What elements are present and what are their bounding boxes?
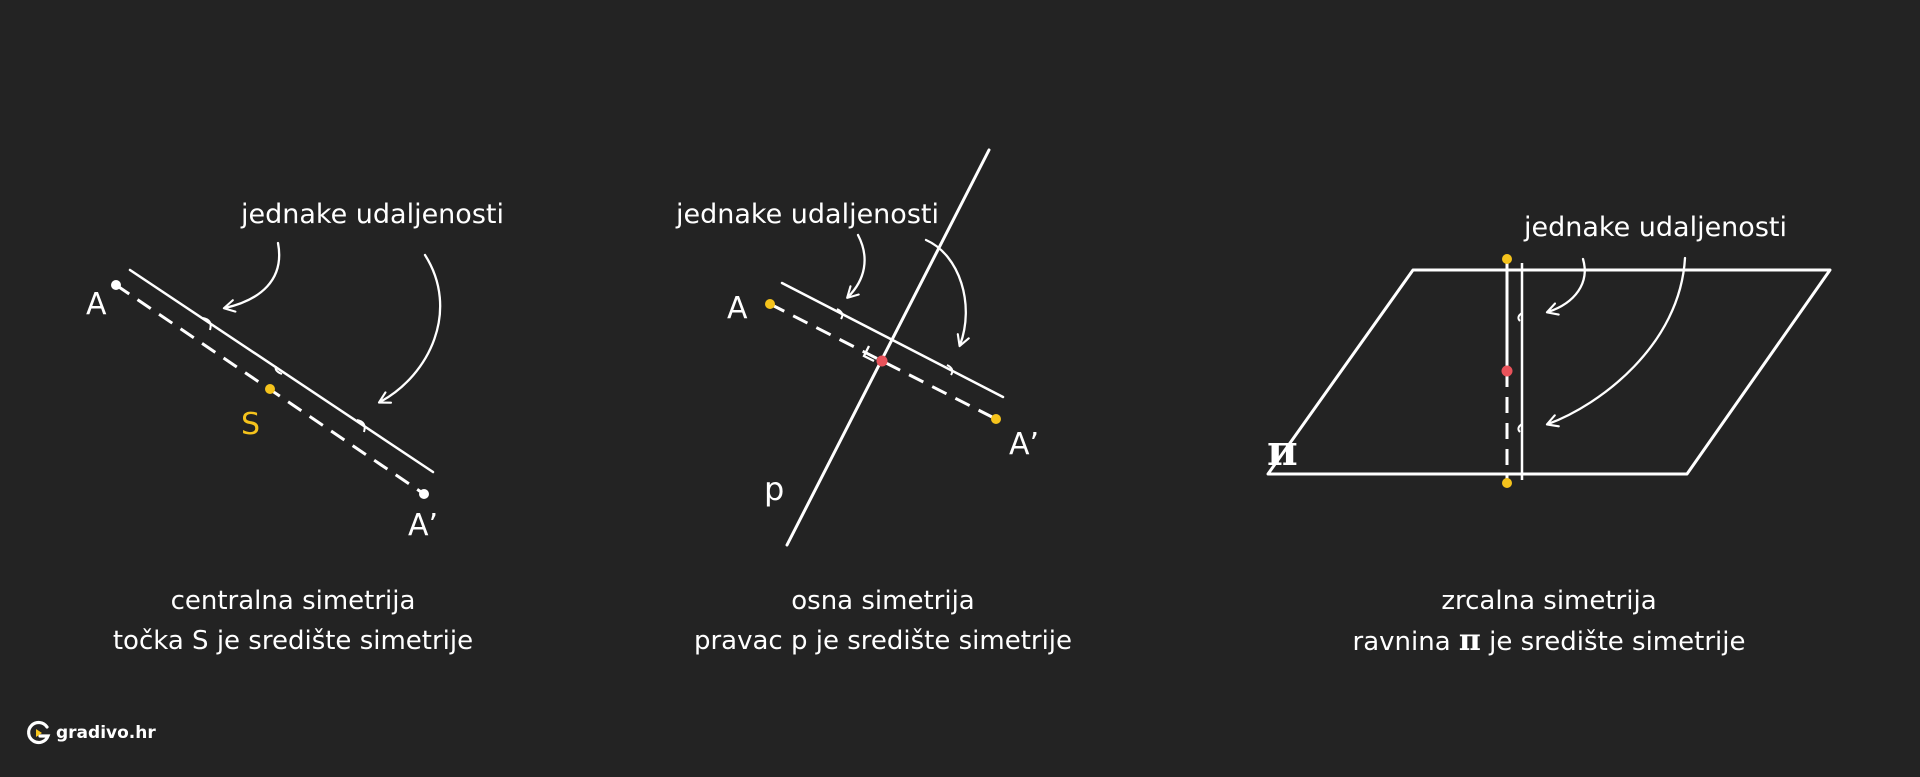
distance-brace: [274, 365, 283, 375]
caption-central: centralna simetrija točka S je središte …: [33, 581, 553, 661]
point-a-label: A: [727, 291, 748, 326]
distance-line: [128, 268, 435, 474]
right-angle-mark: [862, 345, 875, 363]
caption-mirror: zrcalna simetrija ravnina π je središte …: [1289, 581, 1809, 662]
gradivo-logo-icon: [27, 720, 51, 745]
annotation-label: jednake udaljenosti: [675, 199, 939, 230]
axis-p: [785, 148, 991, 547]
intersection-point: [1501, 365, 1513, 377]
point-a-label: A: [86, 287, 107, 322]
arrow-icon: [377, 253, 442, 404]
point-a: [765, 299, 775, 309]
caption-title: osna simetrija: [791, 586, 975, 616]
axis-p-label: p: [764, 470, 784, 508]
arrow-icon: [222, 241, 281, 313]
point-a-prime: [1502, 478, 1512, 488]
distance-brace: [356, 419, 366, 433]
point-a: [111, 280, 121, 290]
point-a-prime-label: A’: [408, 508, 438, 543]
caption-text-before: ravnina: [1352, 627, 1451, 657]
plane-pi-label: π: [1267, 426, 1298, 475]
caption-axial: osna simetrija pravac p je središte sime…: [623, 581, 1143, 661]
caption-description: pravac p je središte simetrije: [693, 626, 1073, 656]
point-a-prime: [419, 489, 429, 499]
gradivo-logo-text: gradivo.hr: [56, 723, 156, 743]
distance-brace: [946, 364, 954, 376]
segment-a-a-prime: [769, 302, 997, 421]
plane-pi: [1266, 268, 1832, 476]
annotation-label: jednake udaljenosti: [240, 199, 504, 230]
caption-description: točka S je središte simetrije: [112, 626, 474, 656]
panel-axial-symmetry: A A’ p jednake udaljenosti: [675, 148, 1039, 547]
point-a: [1502, 254, 1512, 264]
gradivo-logo: gradivo.hr: [26, 720, 156, 746]
annotation-label: jednake udaljenosti: [1523, 212, 1787, 243]
caption-title: centralna simetrija: [170, 586, 416, 616]
distance-brace: [836, 308, 844, 320]
caption-title: zrcalna simetrija: [1441, 586, 1657, 616]
point-a-prime: [991, 414, 1001, 424]
distance-brace: [1517, 312, 1523, 322]
point-a-prime-label: A’: [1009, 427, 1039, 462]
caption-text-after: je središte simetrije: [1489, 627, 1746, 657]
arrow-icon: [846, 233, 866, 299]
caption-pi-symbol: π: [1458, 623, 1481, 658]
caption-description: ravnina π je središte simetrije: [1289, 621, 1809, 662]
distance-brace: [202, 317, 212, 331]
distance-brace: [1517, 423, 1523, 433]
point-s: [265, 384, 275, 394]
intersection-point: [876, 355, 888, 367]
panel-central-symmetry: A S A’ jednake udaljenosti: [86, 199, 504, 543]
arrow-icon: [924, 238, 970, 348]
panel-mirror-symmetry: π jednake udaljenosti: [1266, 212, 1832, 488]
arrow-icon: [1545, 256, 1687, 428]
arrow-icon: [1545, 257, 1586, 316]
point-s-label: S: [241, 407, 260, 442]
